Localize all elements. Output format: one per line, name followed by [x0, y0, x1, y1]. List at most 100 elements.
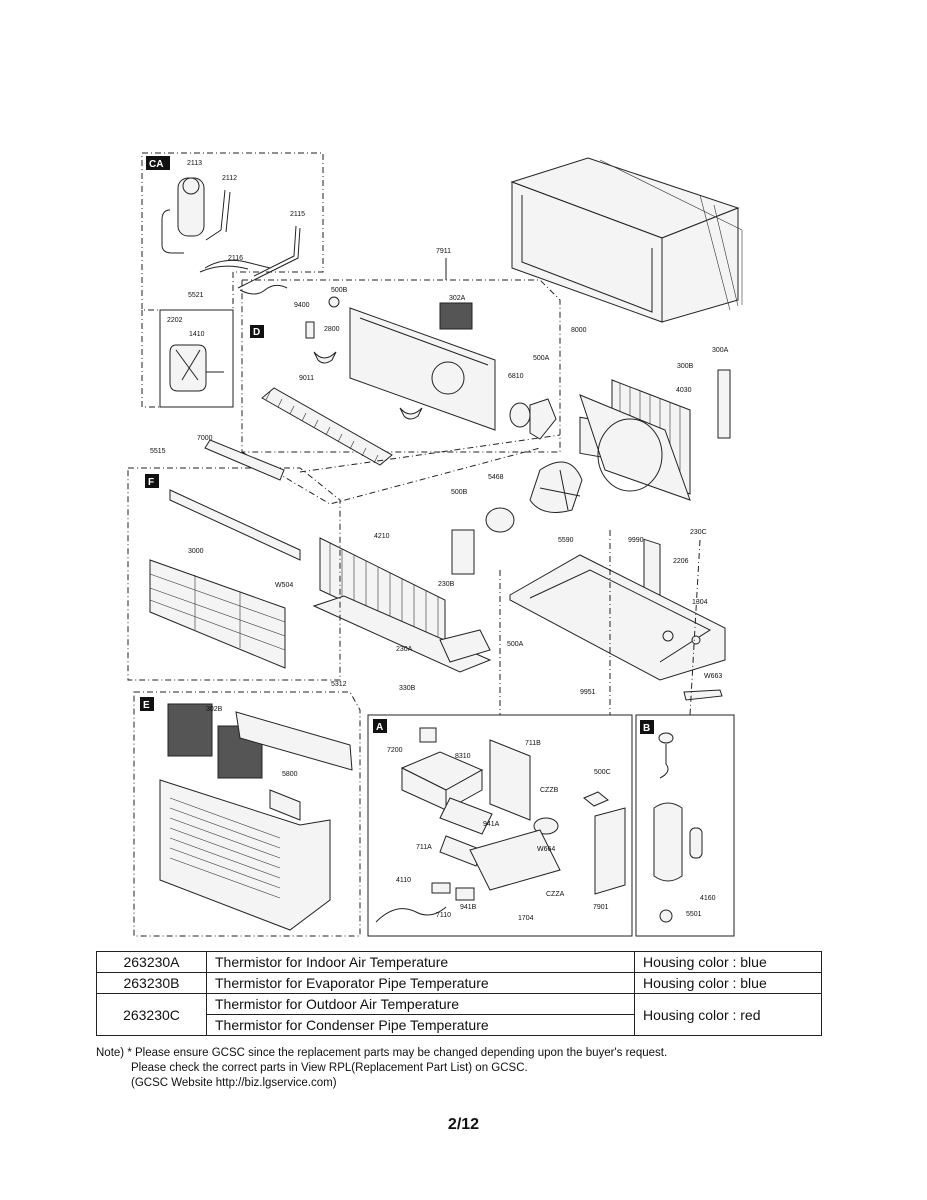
housing-color: Housing color : red — [634, 993, 822, 1036]
base-pan — [509, 554, 726, 681]
part-label: 2116 — [228, 255, 243, 262]
part-label: 5515 — [150, 448, 166, 455]
part-label: 5800 — [282, 771, 298, 778]
section-f-label: F — [148, 477, 154, 488]
cross-flow-fan — [261, 387, 393, 466]
section-a-label: A — [376, 722, 383, 733]
propeller-fan — [529, 461, 583, 513]
part-label: 9990 — [628, 537, 644, 544]
part-label: 230A — [396, 646, 413, 653]
fan-motor — [485, 507, 515, 533]
part-label: 9951 — [580, 689, 596, 696]
fan-shroud — [579, 394, 691, 501]
part-code: 263230C — [96, 993, 207, 1036]
part-label: 5590 — [558, 537, 574, 544]
part-label: 302A — [449, 295, 466, 302]
note-line: Please check the correct parts in View R… — [131, 1062, 528, 1074]
section-ca-label: CA — [149, 159, 163, 170]
part-label: 941B — [460, 904, 477, 911]
part-label: 5501 — [686, 911, 702, 918]
part-label: 7200 — [387, 747, 403, 754]
part-label: 4160 — [700, 895, 716, 902]
table-row: 263230C Thermistor for Outdoor Air Tempe… — [96, 993, 822, 1036]
louver-grille — [149, 559, 286, 669]
note-line: Note) * Please ensure GCSC since the rep… — [96, 1047, 668, 1059]
table-row: 263230A Thermistor for Indoor Air Temper… — [96, 951, 822, 973]
section-b-badge — [640, 720, 654, 734]
pcb-711b — [489, 739, 531, 821]
control-bracket — [469, 829, 561, 891]
section-a-badge — [373, 719, 387, 733]
part-label: 4210 — [374, 533, 390, 540]
part-label: 300B — [677, 363, 694, 370]
part-label: 500B — [331, 287, 348, 294]
part-label: 1704 — [518, 915, 534, 922]
part-label: 5468 — [488, 474, 504, 481]
part-label: 9400 — [294, 302, 310, 309]
part-description: Thermistor for Outdoor Air Temperature — [206, 993, 635, 1015]
part-label: 300A — [712, 347, 729, 354]
section-a: A — [367, 714, 633, 937]
blower-housing — [349, 307, 496, 431]
reversing-valve — [169, 344, 207, 392]
part-label: 9011 — [299, 375, 314, 382]
part-label: 230C — [690, 529, 707, 536]
section-b: B — [635, 714, 735, 937]
part-description: Thermistor for Indoor Air Temperature — [206, 951, 635, 973]
housing-color: Housing color : blue — [634, 972, 822, 994]
fan-motor-assembly — [451, 461, 583, 575]
part-label: 2115 — [290, 211, 305, 218]
intake-grille — [235, 711, 353, 771]
section-f-badge — [145, 474, 159, 488]
section-e: E — [133, 691, 361, 937]
part-label: W504 — [275, 582, 293, 589]
part-label: 7110 — [436, 912, 451, 919]
part-label: 2202 — [167, 317, 183, 324]
section-b-label: B — [643, 723, 650, 734]
part-code: 263230B — [96, 972, 207, 994]
section-ca-badge — [146, 156, 170, 170]
thermistor-parts-table: 263230A Thermistor for Indoor Air Temper… — [96, 951, 822, 1036]
part-label: 500A — [533, 355, 550, 362]
part-label: 8310 — [455, 753, 471, 760]
part-label: W663 — [704, 673, 722, 680]
part-label: 2800 — [324, 326, 340, 333]
part-label: 711A — [416, 844, 432, 851]
note-line: (GCSC Website http://biz.lgservice.com) — [131, 1077, 337, 1089]
page-number: 2/12 — [447, 1116, 480, 1133]
motor-6810 — [509, 402, 531, 428]
louver-bar — [169, 489, 301, 561]
part-label: 1410 — [189, 331, 205, 338]
part-label: 4030 — [676, 387, 692, 394]
part-label: 500C — [594, 769, 611, 776]
section-f: F — [127, 439, 341, 681]
part-label: 6810 — [508, 373, 524, 380]
outer-case — [510, 157, 743, 602]
part-label: 8000 — [571, 327, 587, 334]
air-filter — [167, 703, 213, 757]
part-label: 7000 — [197, 435, 213, 442]
part-label: 4110 — [396, 877, 411, 884]
part-label: CZZB — [540, 787, 559, 794]
part-label: CZZA — [546, 891, 565, 898]
table-row: 263230B Thermistor for Evaporator Pipe T… — [96, 972, 822, 994]
part-label: 500A — [507, 641, 524, 648]
section-d-badge — [250, 325, 264, 338]
part-code: 263230A — [96, 951, 207, 973]
section-d: D — [241, 279, 561, 466]
note: Note) * Please ensure GCSC since the rep… — [96, 1046, 816, 1091]
part-label: 330B — [399, 685, 416, 692]
part-label: 2112 — [222, 175, 237, 182]
part-description: Thermistor for Condenser Pipe Temperatur… — [206, 1014, 635, 1036]
section-e-label: E — [143, 700, 150, 711]
part-label: W664 — [537, 846, 555, 853]
section-e-badge — [140, 697, 154, 711]
housing-color: Housing color : blue — [634, 951, 822, 973]
part-label: 302B — [206, 706, 223, 713]
part-label: 3000 — [188, 548, 204, 555]
part-label: 7911 — [436, 248, 451, 255]
part-label: 941A — [483, 821, 500, 828]
part-label: 5521 — [188, 292, 204, 299]
part-label: 7901 — [593, 904, 609, 911]
